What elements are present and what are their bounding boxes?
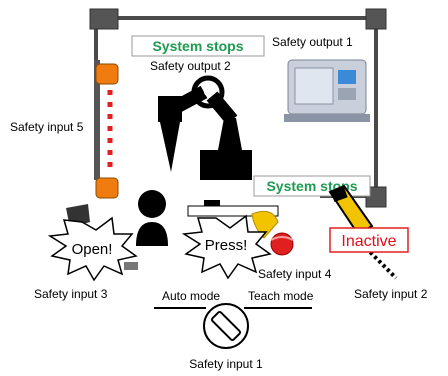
enable-switch-icon — [187, 200, 279, 239]
light-curtain — [94, 60, 119, 199]
safety-input-1-label: Safety input 1 — [189, 357, 263, 371]
teach-mode-label: Teach mode — [248, 289, 314, 303]
press-burst: Press! — [181, 214, 272, 280]
system-stops-top-box: System stops — [131, 35, 265, 57]
open-burst: Open! — [47, 216, 138, 282]
auto-mode-label: Auto mode — [162, 289, 220, 303]
svg-text:Inactive: Inactive — [341, 233, 396, 250]
safety-output-1-label: Safety output 1 — [272, 35, 353, 49]
safety-input-4-label: Safety input 4 — [258, 267, 332, 281]
system-stops-right-box: System stops — [253, 175, 371, 197]
mode-selector-key-icon — [154, 303, 312, 349]
operator-person-icon — [136, 190, 168, 246]
svg-text:System stops: System stops — [152, 38, 243, 54]
cnc-machine-icon — [284, 59, 370, 122]
svg-text:Press!: Press! — [205, 237, 248, 254]
teach-pendant-icon — [328, 184, 398, 280]
safety-input-5-label: Safety input 5 — [10, 120, 84, 134]
safety-output-2-label: Safety output 2 — [150, 59, 231, 73]
safety-input-2-label: Safety input 2 — [354, 287, 428, 301]
emergency-stop-button-icon — [270, 232, 294, 256]
inactive-box: Inactive — [329, 227, 409, 253]
svg-text:Open!: Open! — [72, 241, 113, 258]
robot-arm-icon — [158, 75, 252, 180]
safety-input-3-label: Safety input 3 — [34, 287, 108, 301]
